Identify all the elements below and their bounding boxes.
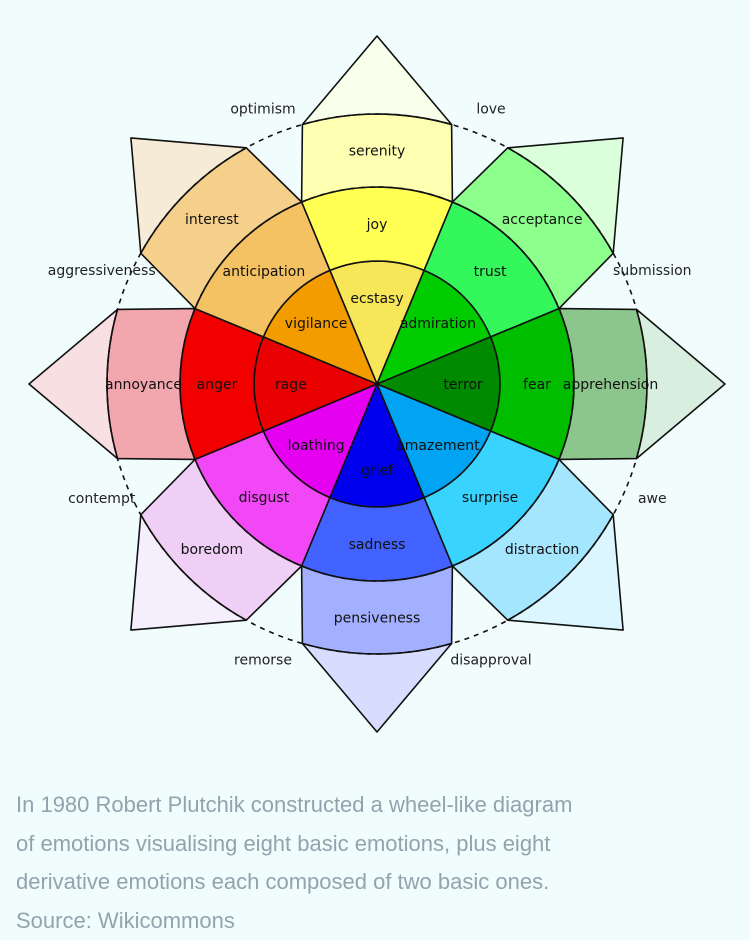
outer-label-orange: interest	[185, 212, 239, 228]
middle-label-indigo: sadness	[349, 537, 406, 553]
outer-label-purple: boredom	[181, 542, 244, 558]
inner-label-indigo: grief	[361, 463, 394, 479]
dyad-label-contempt: contempt	[68, 491, 136, 507]
middle-label-red: anger	[197, 377, 238, 393]
middle-label-yellow: joy	[366, 217, 388, 233]
caption-line-4: Source: Wikicommons	[16, 902, 716, 940]
caption-line-1: In 1980 Robert Plutchik constructed a wh…	[16, 786, 716, 825]
middle-label-orange: anticipation	[223, 264, 306, 280]
dyad-label-submission: submission	[613, 263, 692, 279]
outer-label-yellow: serenity	[349, 144, 406, 160]
inner-label-orange: vigilance	[285, 316, 348, 332]
dyad-label-optimism: optimism	[230, 102, 295, 118]
outer-label-teal: apprehension	[563, 377, 658, 393]
inner-label-yellow: ecstasy	[350, 291, 403, 307]
caption-line-2: of emotions visualising eight basic emot…	[16, 825, 716, 864]
inner-label-green: admiration	[400, 316, 476, 332]
dyad-label-disapproval: disapproval	[450, 652, 531, 668]
plutchik-wheel: ecstasy joy serenity admiration trust accepta…	[0, 0, 750, 780]
dyad-label-awe: awe	[638, 491, 667, 507]
caption-line-3: derivative emotions each composed of two…	[16, 863, 716, 902]
middle-label-blue: surprise	[462, 490, 518, 506]
inner-label-red: rage	[275, 377, 307, 393]
inner-label-purple: loathing	[288, 438, 345, 454]
caption: In 1980 Robert Plutchik constructed a wh…	[16, 786, 716, 940]
outer-label-red: annoyance	[105, 377, 182, 393]
middle-label-purple: disgust	[239, 490, 290, 506]
middle-label-green: trust	[474, 264, 507, 280]
tip-yellow	[302, 36, 451, 125]
outer-label-green: acceptance	[502, 212, 583, 228]
dyad-label-love: love	[476, 102, 505, 118]
tip-indigo	[302, 644, 451, 733]
inner-label-blue: amazement	[396, 438, 480, 454]
dyad-label-aggressiveness: aggressiveness	[48, 263, 156, 279]
middle-label-teal: fear	[523, 377, 551, 393]
outer-label-indigo: pensiveness	[334, 611, 421, 627]
outer-label-blue: distraction	[505, 542, 579, 558]
dyad-label-remorse: remorse	[234, 652, 292, 668]
inner-label-teal: terror	[443, 377, 483, 393]
